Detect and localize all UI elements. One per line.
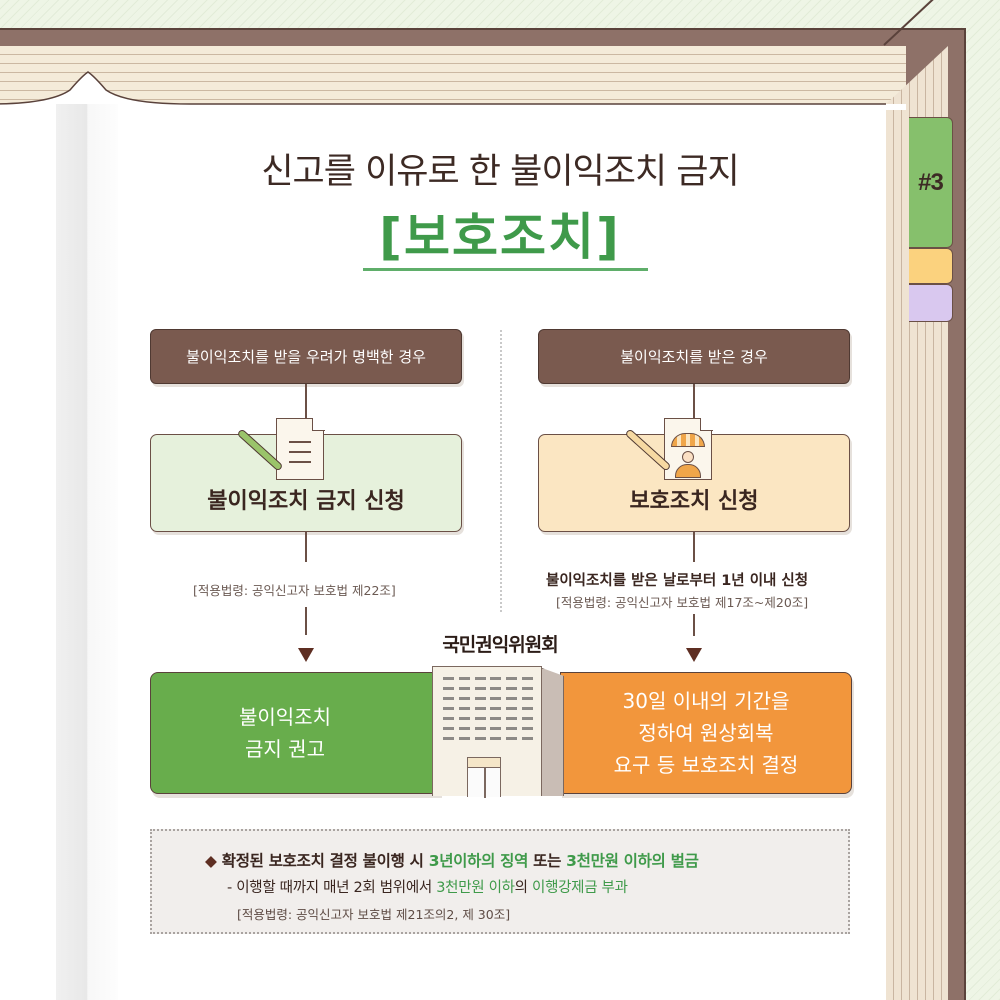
building-windows [443,677,533,747]
penalty-line-1: ◆ 확정된 보호조치 결정 불이행 시 3년이하의 징역 또는 3천만원 이하의… [205,852,699,870]
agency-name: 국민권익위원회 [442,634,558,656]
result-right-line2: 정하여 원상회복 [638,721,774,745]
arrow-down-icon [686,648,702,662]
application-left-label: 불이익조치 금지 신청 [207,489,405,514]
diamond-bullet-icon: ◆ [205,852,217,870]
condition-left: 불이익조치를 받을 우려가 명백한 경우 [150,329,462,384]
connector-line [305,384,307,436]
building-side [542,668,564,796]
deadline-note: 불이익조치를 받은 날로부터 1년 이내 신청 [546,573,809,589]
result-right: 30일 이내의 기간을 정하여 원상회복 요구 등 보호조치 결정 [560,672,852,794]
chapter-tab-yellow[interactable] [909,248,953,284]
document-umbrella-icon [664,417,713,480]
citation-left: [적용법령: 공익신고자 보호법 제22조] [193,583,396,598]
connector-line [693,614,695,636]
tab-label: #3 [918,168,944,196]
result-left-line1: 불이익조치 [239,705,331,729]
book-top-pages [0,46,906,104]
subtitle-underline [363,268,648,271]
condition-right: 불이익조치를 받은 경우 [538,329,850,384]
result-left-line2: 금지 권고 [245,737,325,761]
page-fold-curve [0,71,906,110]
condition-right-label: 불이익조치를 받은 경우 [620,348,768,366]
page-subtitle: [보호조치] [379,208,621,266]
center-divider [500,330,502,612]
connector-line [693,384,695,436]
penalty-citation: [적용법령: 공익신고자 보호법 제21조의2, 제 30조] [237,907,511,922]
penalty-highlight: 3천만원 이하의 벌금 [566,852,699,870]
penalty-highlight: 3년이하의 징역 [428,852,529,870]
application-right-label: 보호조치 신청 [629,489,759,514]
building-door [467,757,501,798]
chapter-tab-purple[interactable] [909,284,953,322]
document-icon [276,417,325,480]
result-right-line3: 요구 등 보호조치 결정 [613,753,799,777]
connector-line [305,532,307,562]
chapter-tab-3[interactable]: #3 [909,117,953,248]
result-left: 불이익조치 금지 권고 [150,672,440,794]
penalty-highlight: 3천만원 이하 [436,880,515,896]
result-right-line1: 30일 이내의 기간을 [622,689,790,713]
arrow-down-icon [298,648,314,662]
citation-right: [적용법령: 공익신고자 보호법 제17조~제20조] [556,595,809,610]
connector-line [305,607,307,635]
building-icon [432,666,542,798]
penalty-notice: ◆ 확정된 보호조치 결정 불이행 시 3년이하의 징역 또는 3천만원 이하의… [150,829,850,934]
page-gutter [56,104,118,1000]
page-title: 신고를 이유로 한 불이익조치 금지 [261,152,739,192]
connector-line [693,532,695,562]
condition-left-label: 불이익조치를 받을 우려가 명백한 경우 [186,348,426,366]
penalty-highlight: 이행강제금 부과 [532,880,628,896]
penalty-line-2: - 이행할 때까지 매년 2회 범위에서 3천만원 이하의 이행강제금 부과 [227,880,628,896]
